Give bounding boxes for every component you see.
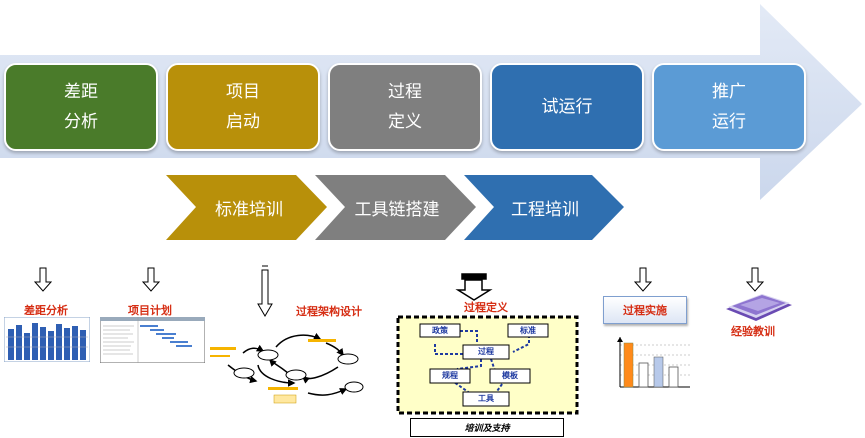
training-chevrons <box>166 175 624 240</box>
label-project-plan: 项目计划 <box>128 304 172 317</box>
label-process-architecture: 过程架构设计 <box>296 305 362 318</box>
stage-trial-run-line1: 试运行 <box>541 97 593 117</box>
chevron-engineering-training-shape <box>464 175 624 240</box>
stage-rollout-line2: 运行 <box>712 112 746 132</box>
down-arrow-icon <box>455 273 493 301</box>
box-template: 模板 <box>502 371 518 380</box>
stage-gap-analysis-line2: 分析 <box>64 112 98 132</box>
down-arrow-icon <box>257 265 273 317</box>
training-support-bar: 培训及支持 <box>410 418 564 437</box>
box-tool: 工具 <box>478 394 494 403</box>
box-process: 过程 <box>478 347 494 356</box>
box-policy: 政策 <box>432 326 448 335</box>
process-definition-diagram <box>396 315 579 415</box>
process-implementation-box: 过程实施 <box>603 296 687 324</box>
chevron-toolchain-shape <box>315 175 476 240</box>
stage-process-definition-line1: 过程 <box>388 82 422 102</box>
process-implementation-label: 过程实施 <box>623 304 667 317</box>
stage-project-start: 项目启动 <box>166 63 320 151</box>
stage-project-start-line2: 启动 <box>226 112 260 132</box>
chevron-toolchain-label: 工具链搭建 <box>354 200 440 220</box>
down-arrow-icon <box>633 267 653 292</box>
label-gap-analysis: 差距分析 <box>24 304 68 317</box>
project-plan-gantt-thumbnail <box>100 317 205 363</box>
stage-project-start-line1: 项目 <box>226 82 260 102</box>
process-architecture-diagram <box>210 332 364 404</box>
training-support-label: 培训及支持 <box>464 424 510 434</box>
stage-rollout-line1: 推广 <box>712 82 746 102</box>
box-standard: 标准 <box>520 326 536 335</box>
down-arrows <box>33 265 765 317</box>
label-lessons-learned: 经验教训 <box>731 325 775 338</box>
gap-analysis-chart-thumbnail <box>4 317 90 362</box>
process-implementation-chart <box>617 337 690 388</box>
label-process-definition: 过程定义 <box>464 301 508 314</box>
stage-rollout: 推广运行 <box>652 63 806 151</box>
box-procedure: 规程 <box>442 371 458 380</box>
stage-process-definition: 过程定义 <box>328 63 482 151</box>
stage-gap-analysis-line1: 差距 <box>64 82 98 102</box>
stage-process-definition-line2: 定义 <box>388 112 422 132</box>
down-arrow-icon <box>141 267 161 292</box>
chevron-standard-training-shape <box>166 175 327 240</box>
lessons-book-icon <box>726 294 792 321</box>
chevron-standard-training-label: 标准培训 <box>215 200 283 220</box>
stage-gap-analysis: 差距分析 <box>4 63 158 151</box>
chevron-engineering-training-label: 工程培训 <box>511 200 579 220</box>
down-arrow-icon <box>745 267 765 292</box>
down-arrow-icon <box>33 267 53 292</box>
stage-trial-run: 试运行 <box>490 63 644 151</box>
